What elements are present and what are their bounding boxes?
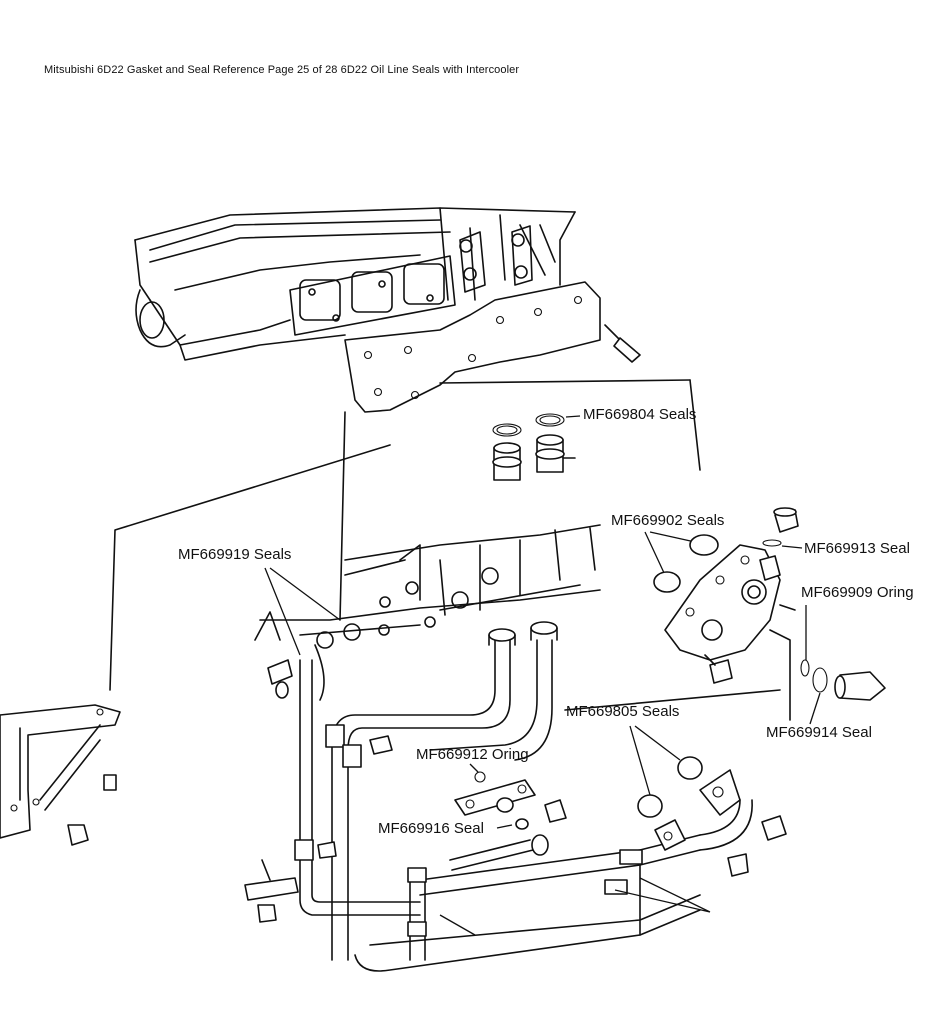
label-mf669913: MF669913 Seal [804, 540, 910, 557]
label-mf669804: MF669804 Seals [583, 406, 696, 423]
page-title: Mitsubishi 6D22 Gasket and Seal Referenc… [44, 64, 520, 76]
callout-mf669909: MF669909 Oring [801, 584, 914, 660]
union-fittings [492, 413, 576, 481]
label-mf669805: MF669805 Seals [566, 703, 679, 720]
oring-bracket [454, 771, 536, 830]
oil-pipes [294, 621, 753, 972]
callout-mf669804: MF669804 Seals [565, 406, 696, 423]
callout-mf669805: MF669805 Seals [566, 703, 681, 796]
oil-cooler-gasket-plate [344, 281, 641, 413]
label-mf669909: MF669909 Oring [801, 584, 914, 601]
callout-mf669913: MF669913 Seal [781, 540, 910, 557]
callout-mf669914: MF669914 Seal [766, 692, 872, 741]
reference-lines [109, 379, 701, 691]
label-mf669916: MF669916 Seal [378, 820, 484, 837]
callout-lower-clamps [439, 877, 711, 936]
lower-left-bracket [244, 735, 393, 923]
callout-mf669902: MF669902 Seals [611, 512, 724, 593]
left-bracket [0, 704, 121, 846]
oil-filter-head [664, 507, 886, 721]
callout-mf669912: MF669912 Oring [416, 746, 529, 773]
label-mf669902: MF669902 Seals [611, 512, 724, 529]
engine-block [134, 207, 576, 361]
label-mf669912: MF669912 Oring [416, 746, 529, 763]
callout-mf669919: MF669919 Seals [178, 546, 341, 656]
lower-block-section [254, 524, 601, 699]
callout-mf669916: MF669916 Seal [378, 820, 513, 837]
label-mf669914: MF669914 Seal [766, 724, 872, 741]
label-mf669919: MF669919 Seals [178, 546, 291, 563]
